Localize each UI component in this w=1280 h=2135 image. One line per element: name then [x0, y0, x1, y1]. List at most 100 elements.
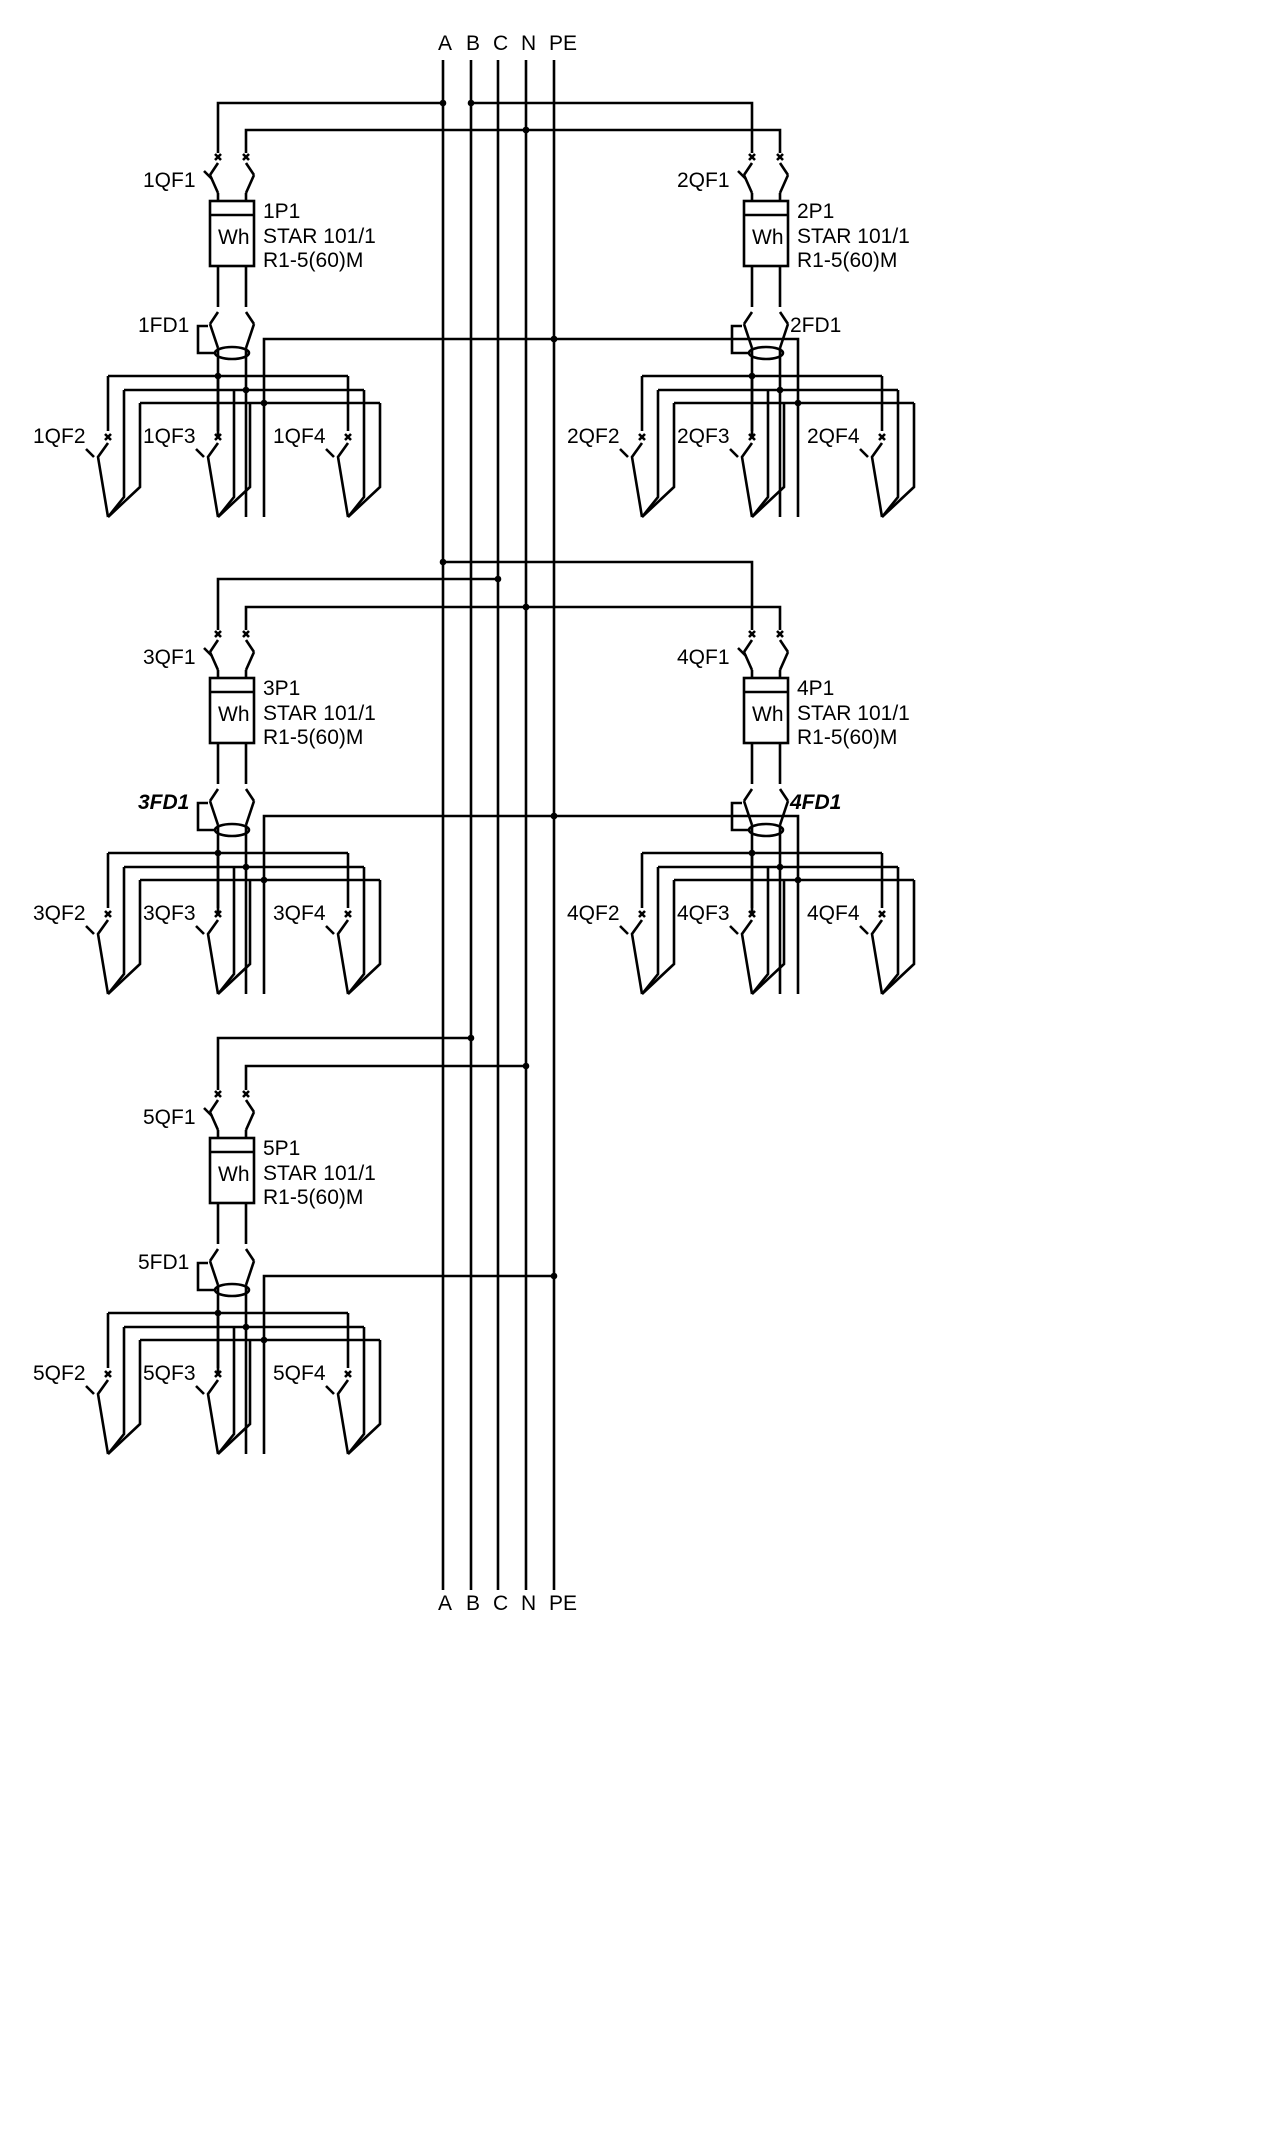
neutral-distribution-dot — [242, 386, 250, 394]
outgoing-breaker-terminal — [104, 910, 112, 918]
outgoing-breaker-label: 1QF4 — [273, 425, 326, 448]
meter-id: 5P1 — [263, 1137, 300, 1160]
pe-feed — [262, 814, 554, 994]
meter-model: STAR 101/1 — [797, 225, 910, 248]
main-breaker-terminal-n — [242, 630, 250, 638]
rcd-sensor-ring — [213, 1282, 251, 1298]
outgoing-breaker-terminal — [214, 910, 222, 918]
meter-leads-in — [750, 193, 782, 201]
meter-rating: R1-5(60)M — [263, 726, 363, 749]
pe-tap-dot — [550, 1272, 558, 1280]
rcd-trip-link — [196, 1261, 216, 1292]
rcd-contacts — [208, 1248, 256, 1286]
meter-rating: R1-5(60)M — [263, 1186, 363, 1209]
outgoing-neutral — [216, 390, 236, 518]
outgoing-pe — [347, 403, 382, 518]
outgoing-circuit-3: 1QF3 — [143, 376, 252, 518]
bus-pe-label-top: PE — [549, 32, 577, 55]
outgoing-breaker-actuator — [85, 448, 95, 458]
main-breaker-label: 5QF1 — [143, 1106, 196, 1129]
outgoing-pe — [107, 880, 142, 995]
pe-distribution-dot — [794, 876, 802, 884]
rcd-contacts — [208, 788, 256, 826]
outgoing-pe — [217, 880, 252, 995]
outgoing-circuit-2: 2QF2 — [567, 376, 676, 518]
meter-leads-out — [216, 1203, 248, 1244]
meter-body — [208, 676, 256, 745]
meter-body — [742, 199, 790, 268]
pe-distribution-dot — [260, 1336, 268, 1344]
bus-c-label-bottom: C — [493, 1592, 508, 1615]
outgoing-pe — [881, 403, 916, 518]
main-breaker-terminal-l — [214, 153, 222, 161]
outgoing-circuit-4: 2QF4 — [807, 376, 916, 518]
line-feed — [216, 577, 498, 630]
meter-leads-in — [216, 1130, 248, 1138]
outgoing-circuit-4: 1QF4 — [273, 376, 382, 518]
neutral-distribution-dot — [242, 1323, 250, 1331]
neutral-feed — [244, 605, 526, 630]
outgoing-neutral — [346, 1327, 366, 1455]
neutral-feed — [526, 605, 782, 630]
neutral-tap-dot — [522, 1062, 530, 1070]
outgoing-pe — [347, 1340, 382, 1455]
line-tap-dot — [467, 99, 475, 107]
main-breaker-terminal-l — [214, 630, 222, 638]
line-tap-dot — [439, 558, 447, 566]
main-breaker-terminal-l — [748, 153, 756, 161]
meter-id: 3P1 — [263, 677, 300, 700]
line-feed — [216, 1036, 471, 1090]
outgoing-neutral — [640, 867, 660, 995]
neutral-tap-dot — [522, 603, 530, 611]
main-breaker-label: 1QF1 — [143, 169, 196, 192]
main-breaker-actuator — [737, 647, 747, 657]
main-breaker-actuator — [203, 170, 213, 180]
rcd-sensor-ring — [213, 345, 251, 361]
outgoing-breaker-actuator — [619, 448, 629, 458]
outgoing-neutral — [750, 390, 770, 518]
main-breaker-symbol — [208, 162, 256, 194]
outgoing-breaker-label: 3QF2 — [33, 902, 86, 925]
meter-unit: Wh — [218, 226, 250, 249]
outgoing-breaker-actuator — [619, 925, 629, 935]
outgoing-breaker-symbol — [740, 919, 754, 995]
outgoing-breaker-terminal — [748, 910, 756, 918]
outgoing-breaker-symbol — [336, 919, 350, 995]
outgoing-breaker-terminal — [104, 1370, 112, 1378]
outgoing-breaker-label: 1QF3 — [143, 425, 196, 448]
outgoing-breaker-terminal — [638, 433, 646, 441]
pe-distribution-dot — [794, 399, 802, 407]
outgoing-breaker-terminal — [748, 433, 756, 441]
outgoing-breaker-symbol — [206, 919, 220, 995]
outgoing-breaker-terminal — [878, 433, 886, 441]
outgoing-breaker-actuator — [859, 448, 869, 458]
outgoing-breaker-terminal — [344, 1370, 352, 1378]
outgoing-neutral — [216, 1327, 236, 1455]
outgoing-neutral — [640, 390, 660, 518]
outgoing-pe — [107, 403, 142, 518]
outgoing-breaker-terminal — [104, 433, 112, 441]
outgoing-pe — [641, 880, 676, 995]
outgoing-breaker-label: 4QF3 — [677, 902, 730, 925]
main-breaker-symbol — [742, 162, 790, 194]
rcd-sensor-ring — [747, 822, 785, 838]
rcd-contacts — [742, 788, 790, 826]
outgoing-circuit-2: 3QF2 — [33, 853, 142, 995]
outgoing-breaker-terminal — [344, 433, 352, 441]
outgoing-breaker-actuator — [195, 448, 205, 458]
outgoing-breaker-actuator — [325, 925, 335, 935]
outgoing-breaker-label: 5QF3 — [143, 1362, 196, 1385]
outgoing-circuit-3: 4QF3 — [677, 853, 786, 995]
outgoing-breaker-symbol — [630, 442, 644, 518]
outgoing-breaker-terminal — [344, 910, 352, 918]
meter-leads-in — [750, 670, 782, 678]
meter-rating: R1-5(60)M — [797, 726, 897, 749]
pe-feed — [262, 1274, 554, 1454]
meter-id: 2P1 — [797, 200, 834, 223]
meter-model: STAR 101/1 — [797, 702, 910, 725]
outgoing-breaker-symbol — [336, 442, 350, 518]
outgoing-neutral — [346, 867, 366, 995]
